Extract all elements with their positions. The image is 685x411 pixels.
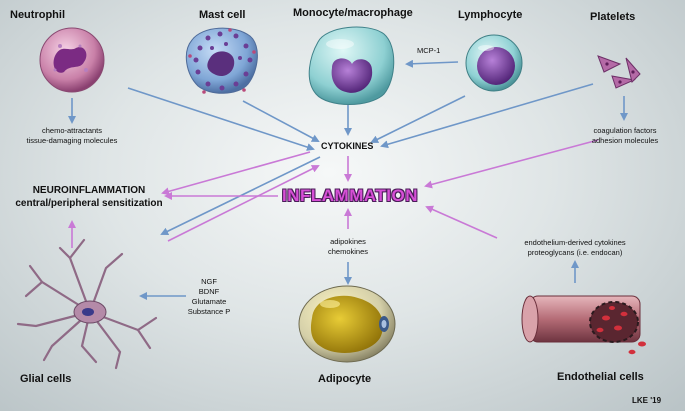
glial-cells-title: Glial cells [20, 373, 72, 385]
monocyte-illustration [308, 26, 395, 105]
platelets-note-line: coagulation factors [593, 126, 657, 135]
arrow-lymphocyte-cytokines [370, 95, 466, 143]
endothelial-vessel-illustration [521, 295, 646, 355]
adipocyte-note-line: adipokines [330, 237, 366, 246]
neuroinflammation-subtitle: central/peripheral sensitization [15, 198, 163, 209]
glial-mediator: Substance P [187, 307, 231, 316]
endothelial-secretion-note: endothelium-derived cytokines proteoglyc… [516, 238, 634, 258]
lymphocyte-illustration [465, 34, 523, 92]
arrow-platelets-cytokines [380, 83, 594, 149]
arrow-endothelial-inflammation [425, 205, 498, 239]
glial-mediator: NGF [201, 277, 217, 286]
mast-cell-title: Mast cell [199, 9, 246, 21]
mcp1-label: MCP-1 [417, 46, 441, 55]
glial-mediator: Glutamate [191, 297, 227, 306]
glial-mediator: BDNF [198, 287, 220, 296]
neutrophil-secretion-note: chemo-attractants tissue-damaging molecu… [20, 126, 124, 146]
platelets-note-line: adhesion molecules [591, 136, 659, 145]
lymphocyte-title: Lymphocyte [458, 9, 523, 21]
glial-cell-illustration [16, 238, 158, 370]
adipocyte-title: Adipocyte [318, 373, 372, 385]
neuroinflammation-label: NEUROINFLAMMATION central/peripheral sen… [14, 184, 164, 210]
blue-arrows [68, 59, 628, 300]
adipocyte-secretion-note: adipokines chemokines [318, 237, 378, 257]
neutrophil-note-line: tissue-damaging molecules [26, 136, 118, 145]
neuroinflammation-title: NEUROINFLAMMATION [32, 185, 146, 196]
glial-mediators-note: NGF BDNF Glutamate Substance P [186, 277, 232, 317]
author-signature: LKE '19 [632, 396, 662, 405]
neutrophil-note-line: chemo-attractants [41, 126, 103, 135]
neutrophil-title: Neutrophil [10, 9, 65, 21]
neutrophil-illustration [39, 27, 105, 93]
platelets-illustration [597, 55, 641, 89]
endothelial-note-line: proteoglycans (i.e. endocan) [527, 248, 623, 257]
arrow-mcp1 [405, 59, 459, 68]
arrow-neuro-cytokines [167, 165, 320, 242]
monocyte-title: Monocyte/macrophage [293, 7, 413, 19]
adipocyte-illustration [298, 285, 396, 363]
mast-cell-illustration [185, 27, 258, 94]
inflammation-label: INFLAMMATION [282, 186, 418, 205]
endothelial-cells-title: Endothelial cells [557, 371, 644, 383]
cytokines-label: CYTOKINES [321, 141, 374, 151]
platelets-title: Platelets [590, 11, 636, 23]
arrow-neutrophil-cytokines [127, 87, 315, 151]
arrow-mastcell-cytokines [242, 100, 320, 142]
arrow-cytokines-neuro-pink [161, 151, 311, 196]
platelets-secretion-note: coagulation factors adhesion molecules [582, 126, 668, 146]
arrow-platelets-inflammation [424, 139, 599, 189]
endothelial-note-line: endothelium-derived cytokines [524, 238, 626, 247]
pink-arrows [68, 139, 599, 248]
adipocyte-note-line: chemokines [327, 247, 369, 256]
